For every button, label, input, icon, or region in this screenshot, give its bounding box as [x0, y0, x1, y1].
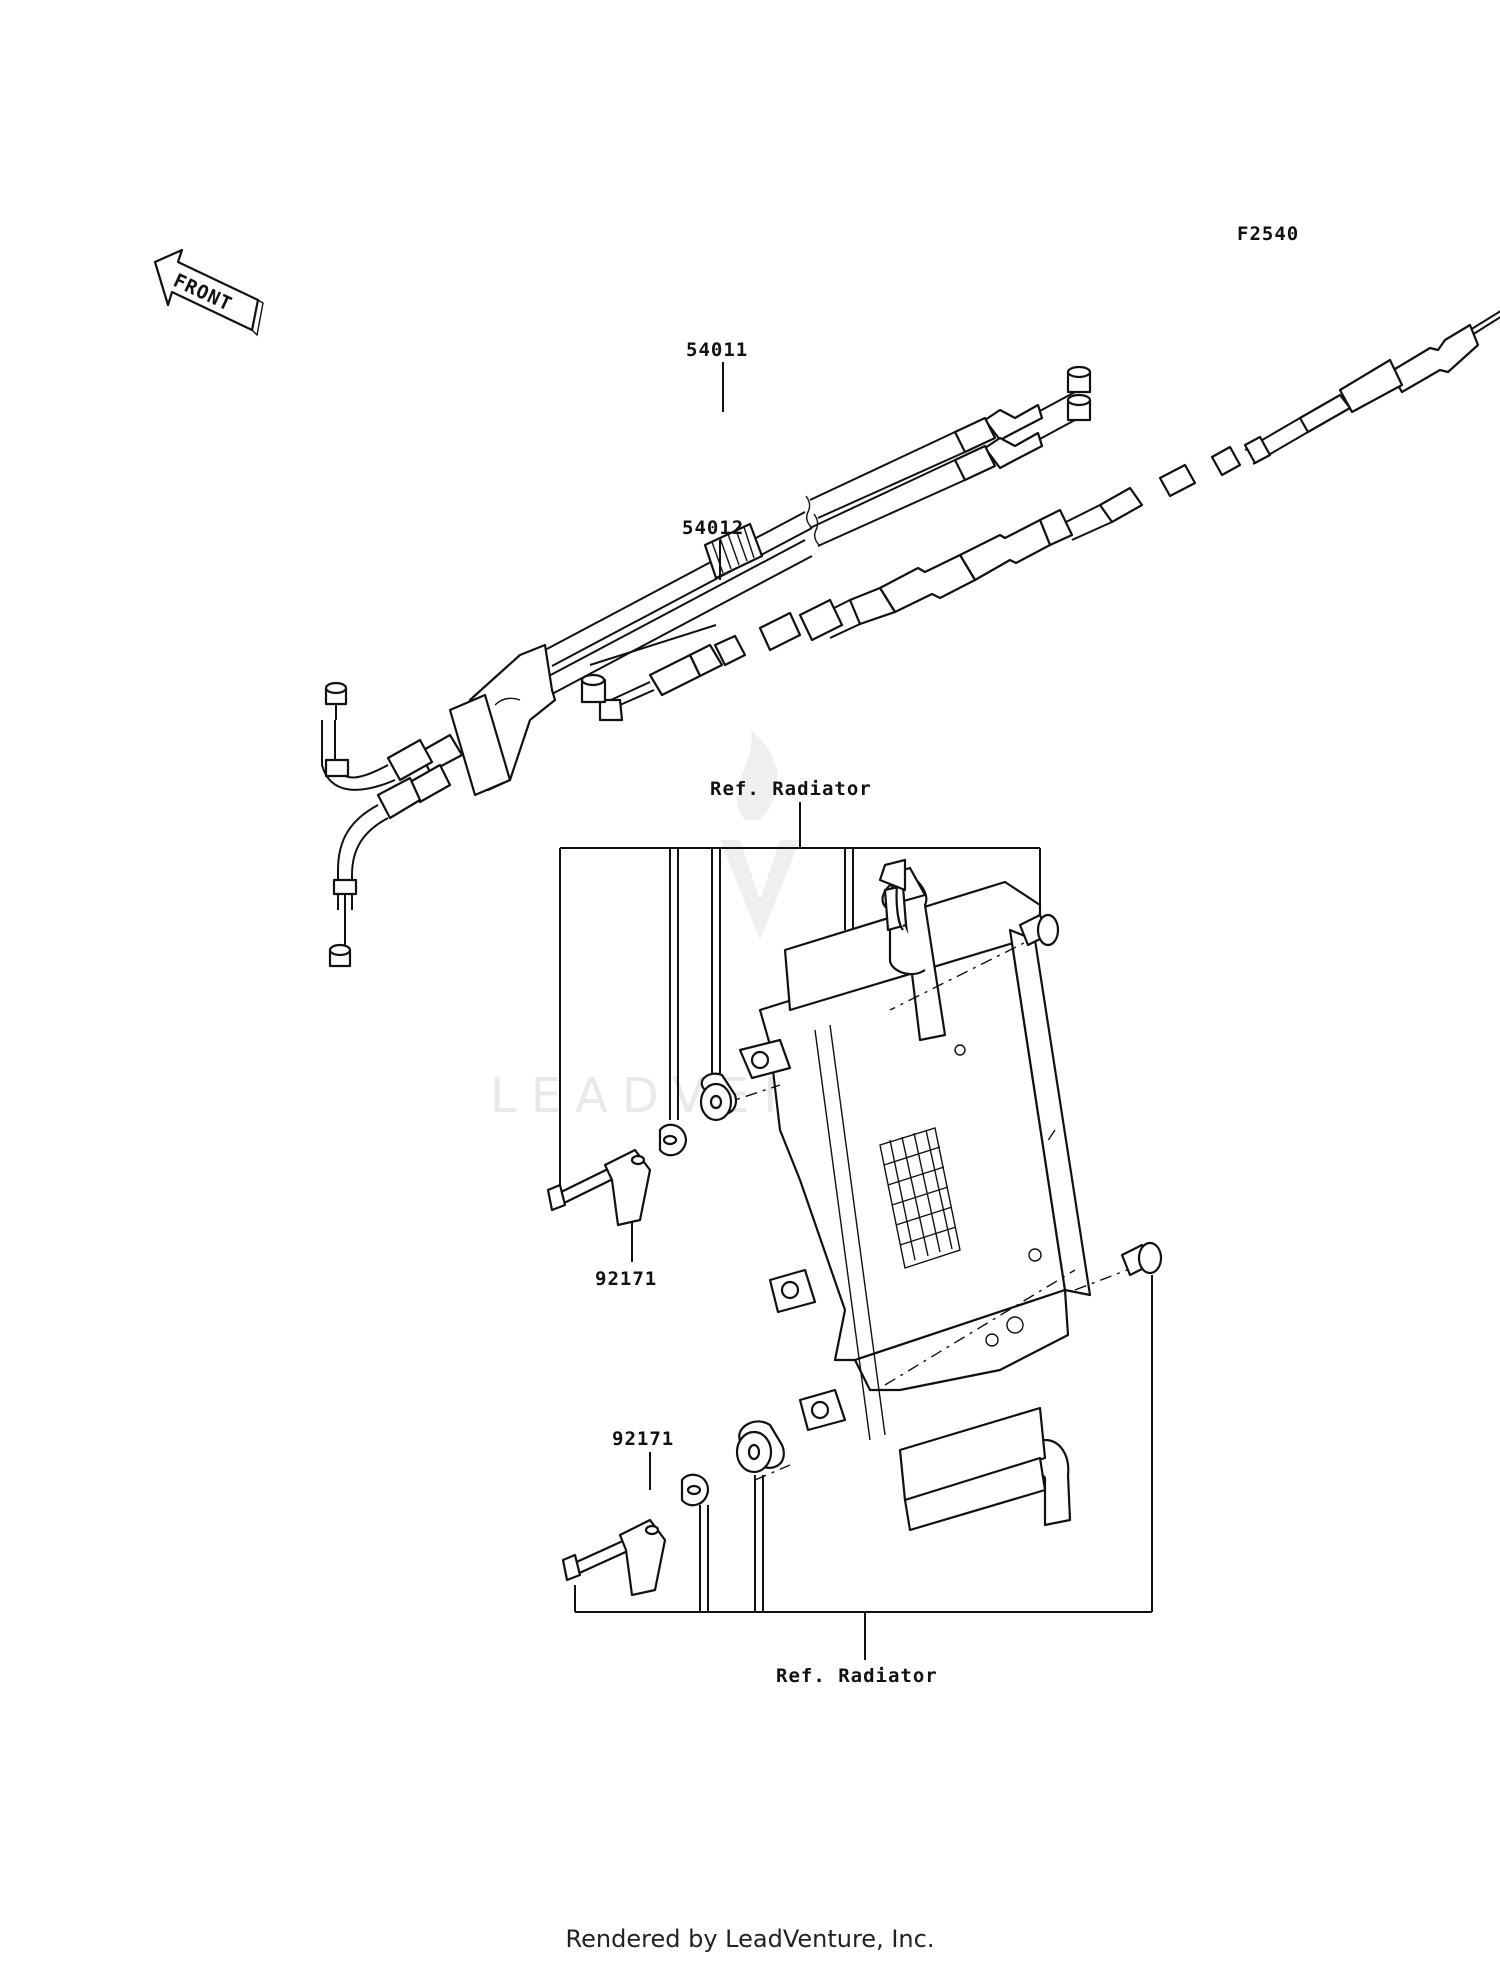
part-number-92171-lower: 92171 [612, 1428, 674, 1450]
radiator [719, 858, 1141, 1532]
label-54012: 54012 [682, 517, 744, 580]
label-92171-upper: 92171 [595, 1222, 657, 1290]
part-number-54011: 54011 [686, 339, 748, 361]
ref-radiator-label-top: Ref. Radiator [710, 778, 872, 800]
grommet-top-right [1018, 913, 1060, 947]
part-number-54012: 54012 [682, 517, 744, 539]
footer-credit: Rendered by LeadVenture, Inc. [565, 1925, 935, 1953]
ref-radiator-bottom: Ref. Radiator [574, 1475, 1152, 1687]
cable-54011 [580, 310, 1500, 722]
front-arrow-icon: FRONT [153, 248, 264, 337]
label-54011: 54011 [686, 339, 748, 412]
mount-set-upper [546, 1072, 738, 1227]
ref-radiator-top: Ref. Radiator [559, 778, 1041, 1200]
label-92171-lower: 92171 [612, 1428, 674, 1490]
grommet-right-lower [1120, 1241, 1163, 1612]
part-number-92171-upper: 92171 [595, 1268, 657, 1290]
cable-54012 [321, 365, 1092, 968]
mount-set-lower [561, 1420, 785, 1597]
ref-radiator-label-bottom: Ref. Radiator [776, 1665, 938, 1687]
diagram-id: F2540 [1237, 223, 1299, 245]
